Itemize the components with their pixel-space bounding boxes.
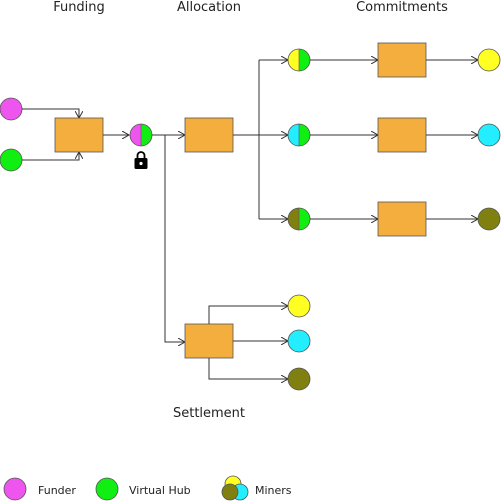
settlement-to-olive-arrow [208,358,288,379]
miner-cyan-node [477,123,501,147]
settlement-miner-cyan [287,329,311,353]
commitment-row-cyan [287,117,501,153]
channel-to-settlement-arrow [164,135,185,342]
hub-to-funding-arrow [22,152,79,161]
miner-yellow-node [477,48,501,72]
legend-miners-label: Miners [255,484,292,497]
legend-hub-swatch [95,477,119,501]
virtual-hub-node [0,148,23,172]
funding-stage [0,97,129,172]
settlement-to-yellow-arrow [208,306,288,324]
allocation-box [184,117,234,153]
legend-hub-label: Virtual Hub [129,484,191,497]
heading-funding: Funding [53,0,105,15]
heading-settlement: Settlement [173,406,245,421]
lock-icon [134,151,148,169]
commitment-row-olive [287,201,501,237]
legend-funder-label: Funder [38,484,76,497]
allocation-stage [152,60,288,342]
funder-to-funding-arrow [22,108,79,118]
funding-box [54,117,104,153]
settlement-stage [184,294,311,391]
commitment-row-yellow [287,42,501,78]
commitment-box-olive [377,201,427,237]
miner-olive-node [477,207,501,231]
legend-funder-swatch [3,477,27,501]
heading-commitments: Commitments [356,0,448,15]
funder-node [0,97,23,121]
heading-allocation: Allocation [177,0,241,15]
legend: Funder Virtual Hub Miners [3,475,292,501]
commitment-box-cyan [377,117,427,153]
settlement-miner-yellow [287,294,311,318]
settlement-box [184,323,234,359]
channel-node [129,123,153,147]
commitment-box-yellow [377,42,427,78]
settlement-miner-olive [287,367,311,391]
legend-miners-swatch [221,475,249,501]
